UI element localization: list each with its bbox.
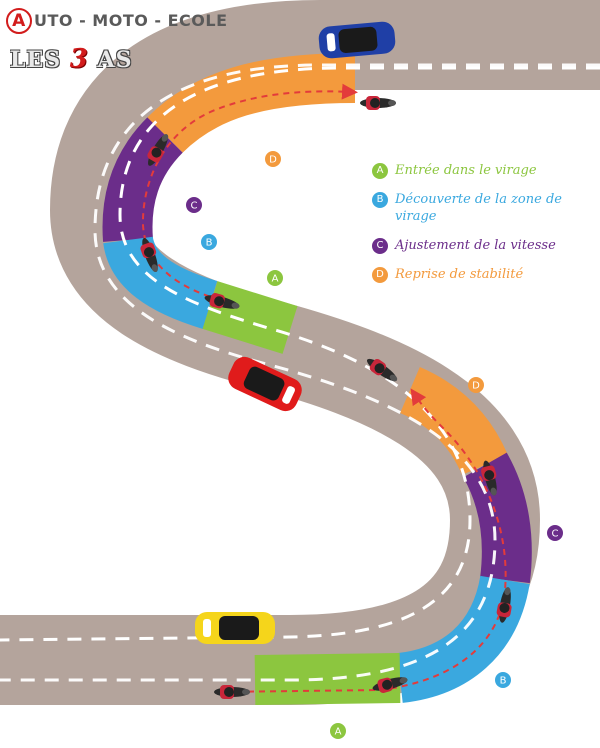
phase-marker-d-bottom: D xyxy=(468,377,484,393)
legend-text-d: Reprise de stabilité xyxy=(395,267,524,282)
car-blue xyxy=(318,21,396,59)
legend-item-d: D Reprise de stabilité xyxy=(372,266,597,283)
legend-item-c: C Ajustement de la vitesse xyxy=(372,237,597,254)
logo-as: AS xyxy=(88,47,133,73)
legend-item-a: A Entrée dans le virage xyxy=(372,162,597,179)
motorcycle-1 xyxy=(360,96,396,110)
legend-text-a: Entrée dans le virage xyxy=(395,163,537,178)
svg-text:D: D xyxy=(269,155,277,166)
legend-text-c: Ajustement de la vitesse xyxy=(395,238,556,253)
logo-name-rest: UTO - MOTO - ECOLE xyxy=(34,11,228,30)
phase-marker-c-top: C xyxy=(186,197,202,213)
logo-initial: A xyxy=(6,8,32,34)
lane-center-line xyxy=(0,66,600,642)
car-yellow xyxy=(195,612,275,644)
phase-marker-d-top: D xyxy=(265,151,281,167)
svg-text:D: D xyxy=(472,381,480,392)
legend-dot-d: D xyxy=(372,267,388,283)
legend-dot-b: B xyxy=(372,192,388,208)
legend: A Entrée dans le virage B Découverte de … xyxy=(372,162,597,295)
legend-item-b: B Découverte de la zone de virage xyxy=(372,191,597,225)
phase-marker-a-bottom: A xyxy=(330,723,346,739)
phase-marker-c-bottom: C xyxy=(547,525,563,541)
legend-text-b: Découverte de la zone de virage xyxy=(395,192,562,224)
segment-a-top xyxy=(202,281,298,354)
segment-d-top xyxy=(147,53,356,154)
svg-text:A: A xyxy=(335,727,342,738)
svg-text:C: C xyxy=(552,529,559,540)
phase-marker-b-bottom: B xyxy=(495,672,511,688)
svg-text:B: B xyxy=(500,676,507,687)
svg-text:A: A xyxy=(272,274,279,285)
phase-marker-a-top: A xyxy=(267,270,283,286)
svg-text:C: C xyxy=(191,201,198,212)
logo-number: 3 xyxy=(69,44,89,74)
legend-dot-c: C xyxy=(372,238,388,254)
legend-dot-a: A xyxy=(372,163,388,179)
segment-b-bottom xyxy=(396,574,530,703)
segment-a-bottom xyxy=(254,653,401,705)
logo-les: LES xyxy=(10,47,70,73)
phase-marker-b-top: B xyxy=(201,234,217,250)
car-red xyxy=(228,356,302,412)
svg-text:B: B xyxy=(206,238,213,249)
lane-edge-outer xyxy=(0,63,600,682)
segment-b-top xyxy=(103,234,218,329)
logo-les-3-as: LES 3 AS xyxy=(10,44,133,74)
